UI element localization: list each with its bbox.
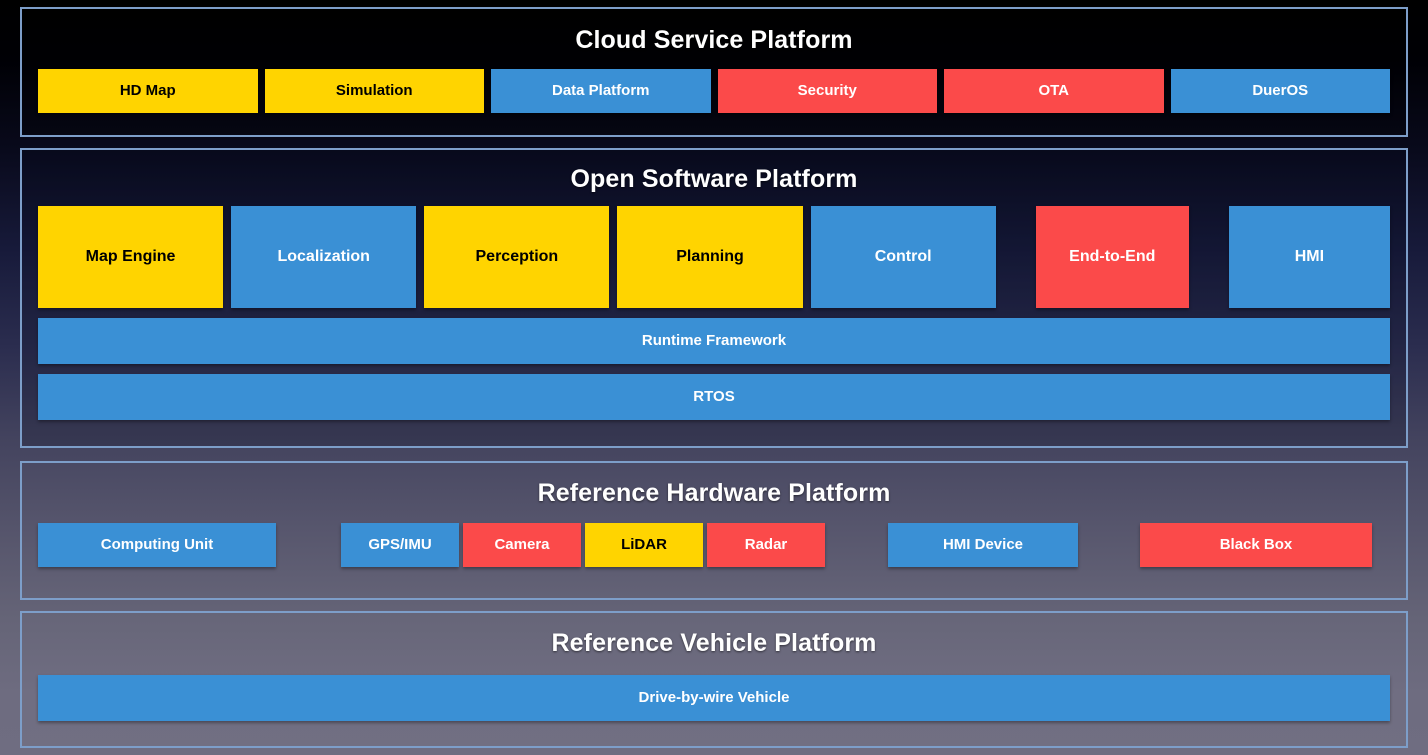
layer-reference-vehicle-platform: Reference Vehicle Platform Drive-by-wire… <box>20 611 1408 748</box>
software-block-planning[interactable]: Planning <box>617 206 803 308</box>
hardware-block-camera[interactable]: Camera <box>463 523 581 567</box>
cloud-block-hd-map[interactable]: HD Map <box>38 69 258 113</box>
cloud-block-row: HD Map Simulation Data Platform Security… <box>38 69 1390 113</box>
hardware-block-gps-imu[interactable]: GPS/IMU <box>341 523 459 567</box>
software-slot-perception: Perception <box>424 206 617 308</box>
software-block-hmi[interactable]: HMI <box>1228 206 1390 308</box>
hardware-block-computing-unit[interactable]: Computing Unit <box>38 523 276 567</box>
software-slot-planning: Planning <box>617 206 810 308</box>
software-slot-end-to-end: End-to-End <box>1004 206 1197 308</box>
cloud-block-dueros[interactable]: DuerOS <box>1170 69 1390 113</box>
software-slot-control: Control <box>810 206 1004 308</box>
layer-open-software-platform: Open Software Platform Map Engine Locali… <box>20 148 1408 448</box>
software-slot-localization: Localization <box>231 206 424 308</box>
hardware-block-lidar[interactable]: LiDAR <box>585 523 703 567</box>
hardware-block-radar[interactable]: Radar <box>707 523 825 567</box>
cloud-block-data-platform[interactable]: Data Platform <box>491 69 711 113</box>
hardware-block-black-box[interactable]: Black Box <box>1140 523 1372 567</box>
vehicle-block-drive-by-wire[interactable]: Drive-by-wire Vehicle <box>38 675 1390 721</box>
software-slot-map-engine: Map Engine <box>38 206 231 308</box>
vehicle-layer-title: Reference Vehicle Platform <box>551 629 877 657</box>
software-slot-hmi: HMI <box>1197 206 1390 308</box>
software-layer-title: Open Software Platform <box>570 165 858 193</box>
cloud-block-security[interactable]: Security <box>717 69 937 113</box>
layer-reference-hardware-platform: Reference Hardware Platform Computing Un… <box>20 461 1408 600</box>
software-bar-runtime-framework[interactable]: Runtime Framework <box>38 318 1390 364</box>
software-block-control[interactable]: Control <box>810 206 996 308</box>
hardware-sensor-group: GPS/IMU Camera LiDAR Radar <box>341 523 825 567</box>
software-block-localization[interactable]: Localization <box>231 206 417 308</box>
software-block-map-engine[interactable]: Map Engine <box>38 206 224 308</box>
cloud-block-ota[interactable]: OTA <box>944 69 1164 113</box>
software-module-row: Map Engine Localization Perception Plann… <box>38 206 1390 308</box>
hardware-block-row: Computing Unit GPS/IMU Camera LiDAR Rada… <box>38 523 1390 567</box>
software-block-perception[interactable]: Perception <box>424 206 610 308</box>
software-block-end-to-end[interactable]: End-to-End <box>1035 206 1189 308</box>
layer-cloud-service-platform: Cloud Service Platform HD Map Simulation… <box>20 7 1408 137</box>
cloud-layer-title: Cloud Service Platform <box>575 26 853 54</box>
hardware-layer-title: Reference Hardware Platform <box>537 479 891 507</box>
hardware-block-hmi-device[interactable]: HMI Device <box>888 523 1078 567</box>
software-bar-rtos[interactable]: RTOS <box>38 374 1390 420</box>
cloud-block-simulation[interactable]: Simulation <box>264 69 484 113</box>
